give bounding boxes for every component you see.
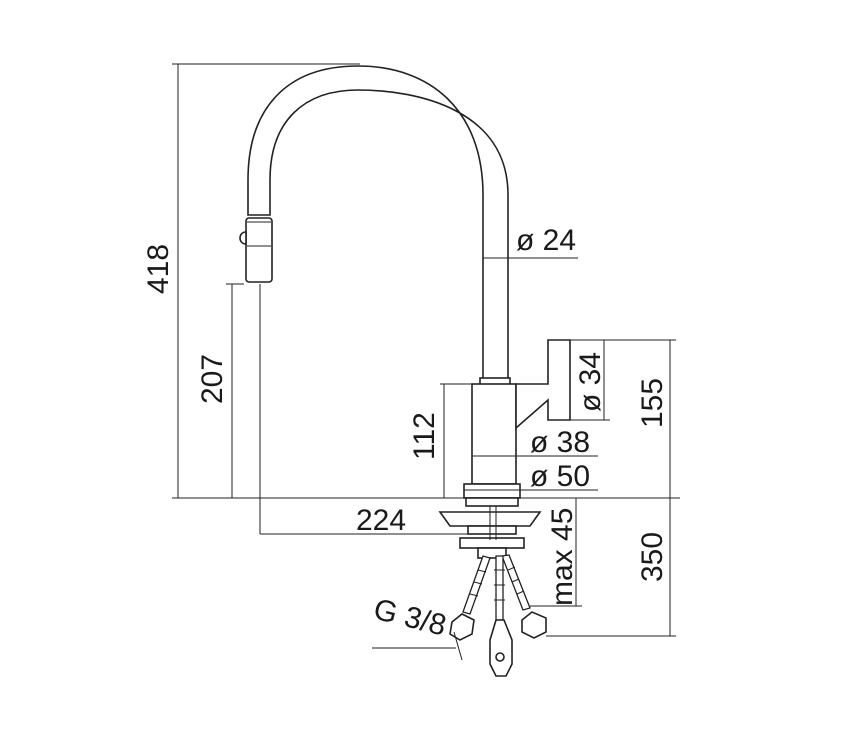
base-rosette — [463, 483, 521, 499]
dim-handle-diameter: ø 34 — [574, 352, 607, 412]
supply-hoses — [449, 554, 547, 677]
spray-head — [245, 217, 273, 283]
hose-weight — [489, 619, 513, 677]
faucet-outline — [239, 65, 571, 499]
dim-body-height: 112 — [408, 412, 441, 460]
lever-handle — [515, 339, 571, 430]
hose-nut-right — [521, 611, 547, 639]
dim-max-counter: max 45 — [546, 508, 579, 606]
dimension-labels: 418 207 112 155 224 max 45 350 ø 24 ø 34… — [142, 224, 669, 643]
dim-handle-height: 155 — [636, 378, 669, 428]
dim-hose-length: 350 — [636, 532, 669, 582]
dim-body-diameter: ø 38 — [530, 426, 590, 459]
dim-base-diameter: ø 50 — [530, 460, 590, 493]
faucet-body — [471, 383, 517, 485]
dim-total-height: 418 — [142, 244, 175, 294]
mounting-assembly — [438, 497, 542, 559]
dim-thread-size: G 3/8 — [370, 593, 449, 643]
hose-nut-left — [449, 613, 475, 641]
dim-spout-reach: 224 — [356, 504, 406, 537]
dimension-lines — [172, 63, 680, 661]
spout-gooseneck — [247, 65, 509, 386]
spray-button — [239, 231, 247, 245]
dim-spout-diameter: ø 24 — [516, 224, 576, 257]
dim-spout-height: 207 — [196, 354, 229, 404]
